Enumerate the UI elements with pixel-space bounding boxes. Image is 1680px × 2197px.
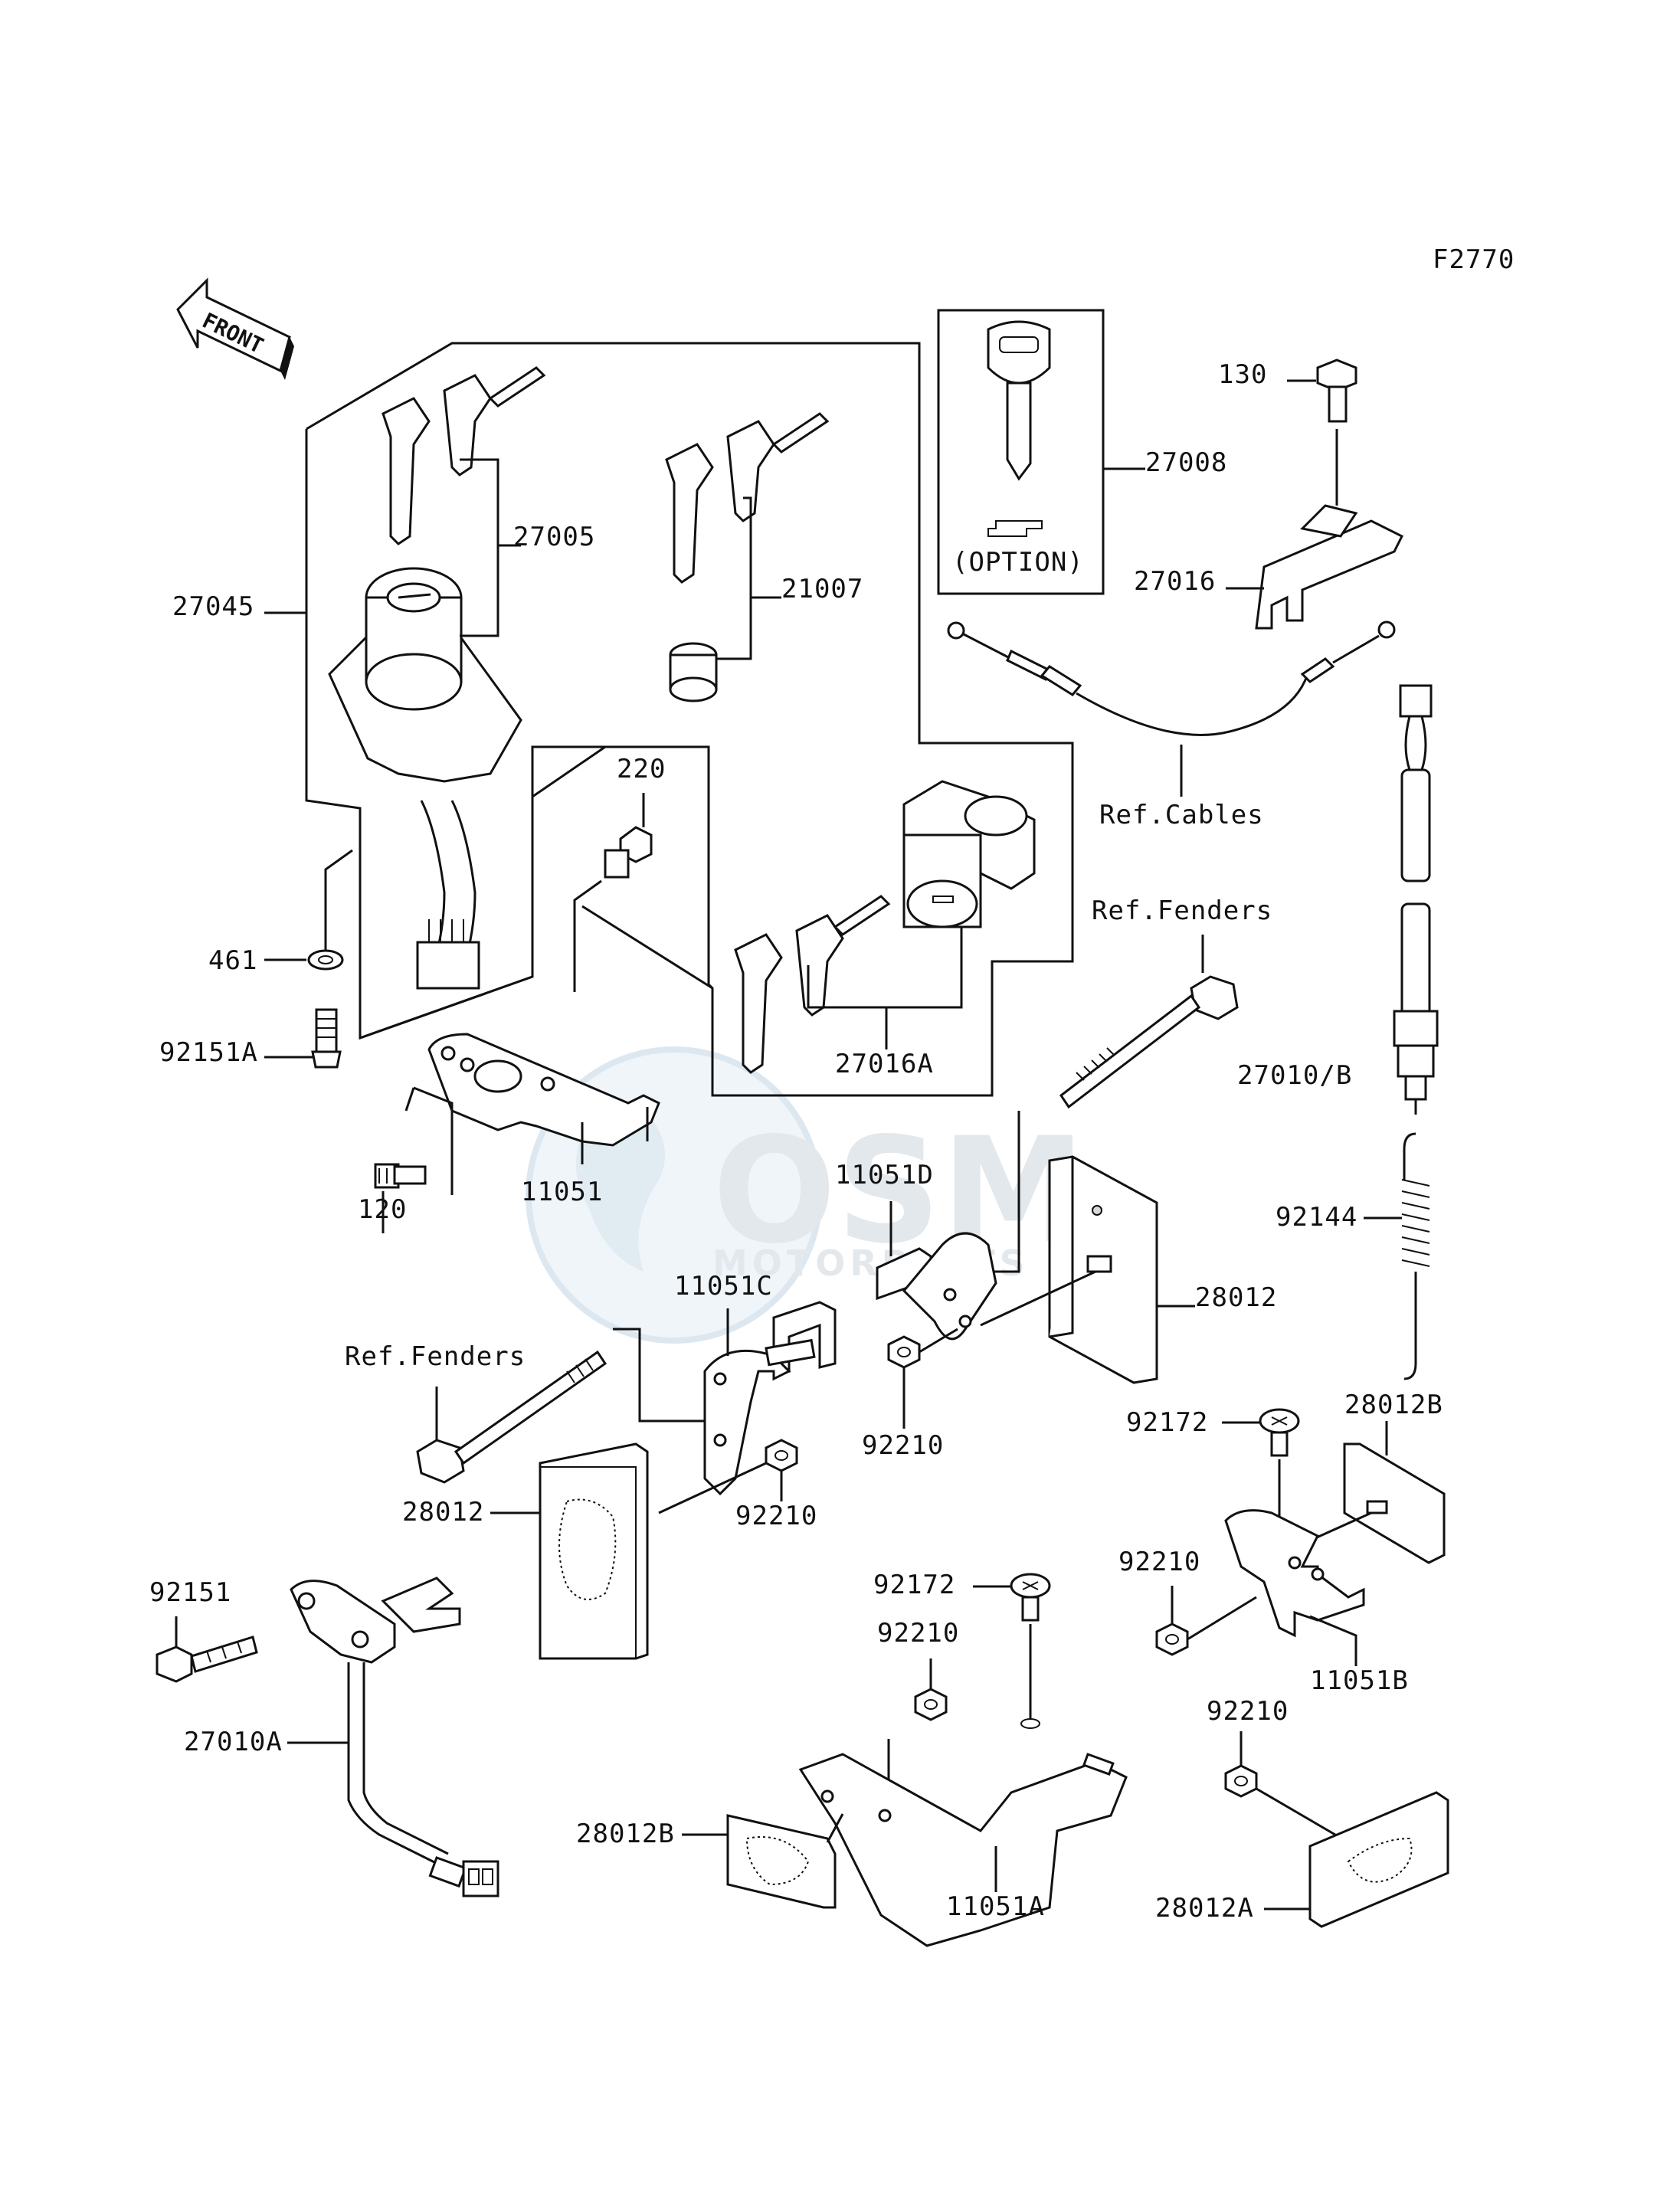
callout-28012b-upper: 28012B xyxy=(1344,1390,1443,1420)
option-key xyxy=(987,320,1051,537)
key-pair-21007 xyxy=(665,412,830,702)
screw-92172a xyxy=(1259,1408,1300,1457)
reflector-28012-right xyxy=(1048,1155,1158,1384)
callout-ref-cables: Ref.Cables xyxy=(1099,800,1264,830)
callout-27005: 27005 xyxy=(513,522,595,552)
callout-28012a: 28012A xyxy=(1155,1893,1254,1924)
screw-120 xyxy=(374,1163,427,1189)
watermark: OSM MOTORPARTS xyxy=(526,1046,1086,1344)
continent-shape xyxy=(576,1113,665,1272)
nut-92210e xyxy=(1224,1764,1258,1798)
callout-120: 120 xyxy=(358,1194,407,1225)
callout-27010b: 27010/B xyxy=(1237,1060,1352,1091)
callout-27008: 27008 xyxy=(1145,447,1227,478)
bracket-11051b xyxy=(1224,1509,1365,1638)
callout-28012-left: 28012 xyxy=(402,1497,484,1527)
bracket-11051d xyxy=(876,1232,997,1341)
bolt-130 xyxy=(1316,359,1357,423)
figure-code: F2770 xyxy=(1433,244,1515,275)
option-key-box xyxy=(937,309,1105,595)
nut-92210b xyxy=(765,1439,798,1472)
callout-27045: 27045 xyxy=(172,591,254,622)
callout-ref-fenders-upper: Ref.Fenders xyxy=(1092,895,1272,926)
reflector-28012b-lower xyxy=(726,1814,837,1909)
callout-220: 220 xyxy=(617,754,666,784)
callout-92151: 92151 xyxy=(149,1577,231,1608)
callout-27016a: 27016A xyxy=(835,1049,934,1079)
reflector-28012-left xyxy=(539,1442,649,1660)
bracket-27016 xyxy=(1255,504,1404,630)
callout-92210-d: 92210 xyxy=(877,1618,959,1649)
reflector-28012b-upper xyxy=(1343,1442,1446,1564)
watermark-brand: OSM xyxy=(712,1106,1086,1275)
nut-92210a xyxy=(887,1335,921,1369)
callout-27010a: 27010A xyxy=(184,1727,283,1757)
callout-130: 130 xyxy=(1218,359,1267,390)
bracket-11051 xyxy=(427,1033,660,1147)
callout-92210-b: 92210 xyxy=(735,1501,817,1531)
callout-28012-right: 28012 xyxy=(1195,1282,1277,1313)
callout-11051a: 11051A xyxy=(946,1891,1045,1922)
callout-92210-a: 92210 xyxy=(862,1430,944,1461)
spring-92144 xyxy=(1401,1132,1430,1380)
callout-11051d: 11051D xyxy=(835,1160,934,1190)
callout-92210-c: 92210 xyxy=(1118,1547,1200,1577)
callout-461: 461 xyxy=(208,945,257,976)
key-pair-27005 xyxy=(382,366,546,545)
callout-11051b: 11051B xyxy=(1310,1665,1409,1696)
bracket-11051a xyxy=(798,1718,1128,1947)
screw-92151a xyxy=(311,1008,342,1069)
screw-92172b xyxy=(1010,1573,1051,1622)
switch-27010a xyxy=(290,1577,499,1897)
long-bolt-upper xyxy=(1059,975,1239,1109)
callout-92151a: 92151A xyxy=(159,1037,258,1068)
callout-ref-fenders-lower: Ref.Fenders xyxy=(345,1341,526,1372)
callout-28012b-lower: 28012B xyxy=(576,1819,675,1849)
cable-assembly xyxy=(947,620,1396,736)
nut-92210d xyxy=(914,1688,948,1721)
callout-27016: 27016 xyxy=(1134,566,1216,597)
ignition-switch xyxy=(328,567,522,990)
switch-27010b xyxy=(1393,684,1439,1115)
callout-11051: 11051 xyxy=(521,1177,603,1207)
bolt-220 xyxy=(604,826,653,879)
front-arrow-icon: FRONT xyxy=(176,277,294,380)
nut-92210c xyxy=(1155,1622,1189,1656)
callout-21007: 21007 xyxy=(781,574,863,604)
callout-92144: 92144 xyxy=(1276,1202,1357,1233)
washer-461 xyxy=(307,949,344,971)
group-outline-11051 xyxy=(359,797,534,1040)
callout-92210-e: 92210 xyxy=(1207,1696,1289,1727)
callout-92172-b: 92172 xyxy=(873,1570,955,1600)
screw-92151 xyxy=(156,1635,258,1683)
group-outline-27045 xyxy=(305,342,1074,1097)
seat-lock-27016a xyxy=(734,780,1036,1074)
bracket-11051c xyxy=(703,1301,837,1496)
callout-11051c: 11051C xyxy=(674,1271,773,1302)
callout-option: (OPTION) xyxy=(952,547,1084,578)
callout-92172-a: 92172 xyxy=(1126,1407,1208,1438)
reflector-28012a xyxy=(1308,1791,1449,1928)
long-bolt-lower xyxy=(416,1350,607,1484)
